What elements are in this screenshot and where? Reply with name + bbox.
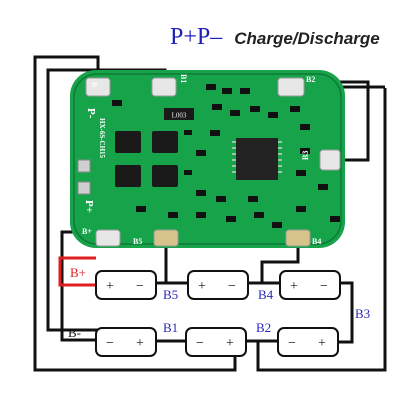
wire-b3-down: [256, 88, 387, 372]
silk-b1: B1: [179, 74, 188, 83]
pad-p-minus: [85, 77, 111, 97]
mosfet-3: [115, 165, 141, 187]
cell-4-minus: −: [320, 279, 328, 294]
smd-part: [250, 106, 260, 112]
smd-part: [300, 124, 310, 130]
mosfet-1: [115, 131, 141, 153]
cell-4: [279, 270, 341, 300]
label-b2: B2: [256, 320, 271, 335]
wire-b3-cells: [335, 281, 354, 344]
title-pp: P+P–: [170, 24, 223, 50]
silk-b4: B4: [312, 237, 321, 246]
label-b5: B5: [163, 287, 178, 302]
side-connector-1: [77, 159, 91, 173]
smd-part: [196, 212, 206, 218]
smd-part: [226, 216, 236, 222]
smd-part: [206, 84, 216, 90]
silk-b2: B2: [306, 75, 315, 84]
smd-part: [290, 106, 300, 112]
cell-5: [187, 270, 249, 300]
cell-2: [185, 327, 247, 357]
silk-b3: B3: [301, 151, 310, 160]
ic-body: [236, 138, 278, 180]
wire-b4: [260, 245, 300, 283]
silk-model: HX-6S-CH15: [98, 118, 106, 159]
title: P+P– Charge/Discharge: [170, 24, 380, 51]
pad-b4: [285, 229, 311, 247]
pad-p-plus: [151, 77, 177, 97]
smd-part: [254, 212, 264, 218]
pad-b3: [319, 149, 341, 171]
cell-1: [95, 327, 157, 357]
smd-part: [222, 88, 232, 94]
cell-1-plus: +: [136, 336, 144, 351]
smd-part: [212, 104, 222, 110]
smd-part: [296, 206, 306, 212]
silk-b-minus: B-: [90, 82, 98, 90]
mosfet-4: [152, 165, 178, 187]
silk-b-plus: B+: [82, 227, 92, 236]
wires: [33, 55, 387, 372]
pad-b2: [277, 77, 305, 97]
pcb-inner: [73, 73, 342, 245]
smd-part: [330, 216, 340, 222]
shunt: [164, 108, 194, 120]
cell-5-plus: +: [198, 279, 206, 294]
mosfet-array: [115, 131, 178, 187]
smd-part: [216, 196, 226, 202]
label-b3: B3: [355, 306, 370, 321]
ic: [232, 138, 282, 180]
side-connector-2: [77, 181, 91, 195]
smd-part: [248, 196, 258, 202]
cell-1-minus: −: [106, 336, 114, 351]
smd-part: [230, 110, 240, 116]
smd-part: [272, 222, 282, 228]
smd-part: [318, 184, 328, 190]
cell-5-minus: −: [228, 279, 236, 294]
shunt-label: L003: [172, 112, 187, 120]
smd-part: [240, 88, 250, 94]
cell-3-plus: +: [318, 336, 326, 351]
smd-part: [184, 170, 192, 175]
cell-3: [277, 327, 339, 357]
pcb: L003: [70, 70, 345, 248]
label-b4: B4: [258, 287, 274, 302]
cell-2-plus: +: [226, 336, 234, 351]
cell-6: [95, 270, 157, 300]
smd-part: [296, 170, 306, 176]
cell-6-plus: +: [106, 279, 114, 294]
mosfet-2: [152, 131, 178, 153]
smd-part: [112, 100, 122, 106]
smd-part: [136, 206, 146, 212]
cell-3-minus: −: [288, 336, 296, 351]
pad-b-plus: [95, 229, 121, 247]
smd-part: [268, 112, 278, 118]
cell-6-minus: −: [136, 279, 144, 294]
cell-2-minus: −: [196, 336, 204, 351]
smd-part: [300, 148, 310, 154]
wire-p-minus: [33, 55, 237, 372]
title-mode: Charge/Discharge: [234, 29, 380, 48]
smd-part: [196, 150, 206, 156]
cells: + − + − + − − + − + − +: [95, 270, 341, 357]
smd-components: [112, 84, 340, 228]
smd-part: [210, 130, 220, 136]
pad-b5: [153, 229, 179, 247]
smd-part: [184, 130, 192, 135]
cell-4-plus: +: [290, 279, 298, 294]
silk-p-minus: P-: [85, 108, 97, 119]
label-bminus: B-: [68, 325, 81, 340]
silk-b5: B5: [133, 237, 142, 246]
label-bplus: B+: [70, 265, 86, 280]
label-b1: B1: [163, 320, 178, 335]
smd-part: [196, 190, 206, 196]
silk-p-plus: P+: [83, 200, 95, 213]
smd-part: [168, 212, 178, 218]
wire-b-plus: [58, 256, 100, 287]
